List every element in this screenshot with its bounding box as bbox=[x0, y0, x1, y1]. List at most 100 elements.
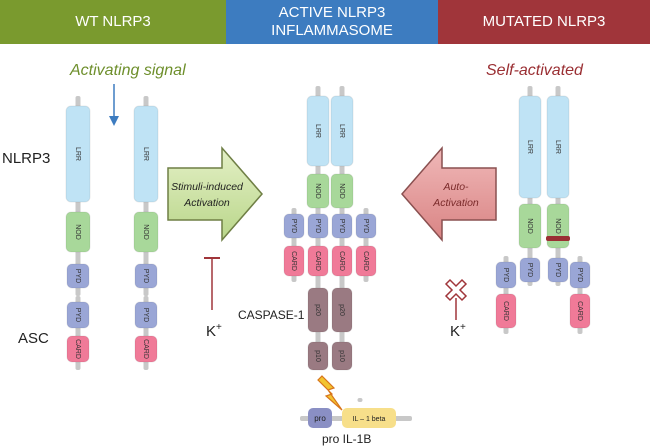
wt-nlrp3-a-pyd: PYD bbox=[66, 263, 90, 289]
activating-signal-caption: Activating signal bbox=[70, 62, 186, 79]
caspase-1-label: CASPASE-1 bbox=[238, 308, 305, 322]
svg-text:PYD: PYD bbox=[362, 219, 369, 233]
wt-asc-b-pyd: PYD bbox=[134, 301, 158, 329]
active-caspase-1-p20: p20 bbox=[331, 287, 353, 333]
svg-text:CARD: CARD bbox=[502, 301, 509, 321]
svg-text:PYD: PYD bbox=[338, 219, 345, 233]
active-nlrp3-0-pyd: PYD bbox=[307, 213, 329, 239]
k-plus-blocked-cross-icon bbox=[444, 278, 468, 320]
svg-text:NOD: NOD bbox=[526, 218, 533, 234]
pro-il1b-label: pro IL-1B bbox=[322, 432, 372, 446]
svg-text:p20: p20 bbox=[314, 304, 321, 316]
auto-arrow-line2: Activation bbox=[432, 197, 479, 209]
mutated-asc-right-pyd: PYD bbox=[569, 261, 591, 289]
header-active-line1: ACTIVE NLRP3 bbox=[278, 4, 386, 21]
svg-text:PYD: PYD bbox=[526, 263, 533, 277]
svg-text:NOD: NOD bbox=[314, 183, 321, 199]
asc-label: ASC bbox=[18, 330, 49, 347]
active-caspase-0-p10: p10 bbox=[307, 341, 329, 371]
svg-text:IL – 1 beta: IL – 1 beta bbox=[353, 416, 386, 423]
active-asc-1-card: CARD bbox=[331, 245, 353, 277]
mutated-nlrp3-1-nod: NOD bbox=[546, 203, 570, 249]
mutated-asc-left-card: CARD bbox=[495, 293, 517, 329]
svg-text:NOD: NOD bbox=[554, 218, 561, 234]
svg-text:LRR: LRR bbox=[74, 147, 81, 161]
svg-text:LRR: LRR bbox=[142, 147, 149, 161]
svg-text:PYD: PYD bbox=[290, 219, 297, 233]
active-caspase-0-p20: p20 bbox=[307, 287, 329, 333]
stimuli-arrow-line2: Activation bbox=[183, 197, 230, 209]
wt-nlrp3-a-lrr: LRR bbox=[65, 105, 91, 203]
svg-text:CARD: CARD bbox=[576, 301, 583, 321]
wt-nlrp3-a-nod: NOD bbox=[65, 211, 91, 253]
active-nlrp3-1-pyd: PYD bbox=[331, 213, 353, 239]
self-activated-caption: Self-activated bbox=[486, 62, 583, 79]
svg-text:pro: pro bbox=[314, 414, 326, 423]
wt-asc-a-pyd: PYD bbox=[66, 301, 90, 329]
svg-text:PYD: PYD bbox=[502, 268, 509, 282]
header-wt-nlrp3: WT NLRP3 bbox=[0, 0, 226, 44]
svg-text:PYD: PYD bbox=[74, 308, 81, 322]
activating-signal-arrow bbox=[109, 84, 119, 126]
mutated-nlrp3-0-nod: NOD bbox=[518, 203, 542, 249]
header-active-inflammasome: ACTIVE NLRP3 INFLAMMASOME bbox=[226, 0, 438, 44]
header-mutated-nlrp3: MUTATED NLRP3 bbox=[438, 0, 650, 44]
active-asc-right-pyd: PYD bbox=[355, 213, 377, 239]
wt-asc-a-card: CARD bbox=[66, 335, 90, 363]
wt-nlrp3-b-nod: NOD bbox=[133, 211, 159, 253]
k-plus-inhibition-symbol bbox=[204, 257, 220, 310]
active-caspase-1-p10: p10 bbox=[331, 341, 353, 371]
mutated-nlrp3-1-pyd: PYD bbox=[547, 257, 569, 283]
k-plus-right-label: K+ bbox=[450, 322, 466, 340]
active-asc-right-card: CARD bbox=[355, 245, 377, 277]
svg-text:CARD: CARD bbox=[338, 251, 345, 271]
svg-text:CARD: CARD bbox=[362, 251, 369, 271]
svg-text:PYD: PYD bbox=[142, 308, 149, 322]
wt-asc-b-card: CARD bbox=[134, 335, 158, 363]
mutation-marker bbox=[546, 236, 570, 241]
auto-activation-arrow: Auto- Activation bbox=[401, 145, 497, 243]
svg-text:LRR: LRR bbox=[526, 140, 533, 154]
header-mutated-label: MUTATED NLRP3 bbox=[482, 13, 606, 30]
mutated-nlrp3-0-lrr: LRR bbox=[518, 95, 542, 199]
svg-text:LRR: LRR bbox=[338, 124, 345, 138]
wt-nlrp3-b-pyd: PYD bbox=[134, 263, 158, 289]
mutated-nlrp3-1-lrr: LRR bbox=[546, 95, 570, 199]
svg-text:PYD: PYD bbox=[554, 263, 561, 277]
svg-text:CARD: CARD bbox=[314, 251, 321, 271]
svg-text:NOD: NOD bbox=[74, 224, 81, 240]
active-asc-0-card: CARD bbox=[307, 245, 329, 277]
mutated-nlrp3-0-pyd: PYD bbox=[519, 257, 541, 283]
pro-il1b-substrate: pro IL – 1 beta bbox=[308, 408, 396, 428]
mutated-asc-left-pyd: PYD bbox=[495, 261, 517, 289]
header-wt-label: WT NLRP3 bbox=[75, 13, 151, 30]
svg-text:p20: p20 bbox=[338, 304, 345, 316]
nlrp3-label: NLRP3 bbox=[2, 150, 51, 167]
svg-text:p10: p10 bbox=[314, 350, 321, 362]
k-plus-left-label: K+ bbox=[206, 322, 222, 340]
active-nlrp3-0-nod: NOD bbox=[306, 173, 330, 209]
mutated-asc-right-card: CARD bbox=[569, 293, 591, 329]
wt-nlrp3-b-lrr: LRR bbox=[133, 105, 159, 203]
svg-text:LRR: LRR bbox=[554, 140, 561, 154]
active-asc-left-card: CARD bbox=[283, 245, 305, 277]
svg-text:PYD: PYD bbox=[74, 269, 81, 283]
stimuli-arrow-line1: Stimuli-induced bbox=[171, 181, 244, 193]
svg-text:PYD: PYD bbox=[576, 268, 583, 282]
svg-text:CARD: CARD bbox=[74, 339, 81, 359]
svg-text:p10: p10 bbox=[338, 350, 345, 362]
svg-text:CARD: CARD bbox=[290, 251, 297, 271]
header-active-line2: INFLAMMASOME bbox=[271, 22, 393, 39]
stimuli-induced-arrow: Stimuli-induced Activation bbox=[167, 145, 263, 243]
svg-text:LRR: LRR bbox=[314, 124, 321, 138]
svg-text:PYD: PYD bbox=[314, 219, 321, 233]
svg-text:CARD: CARD bbox=[142, 339, 149, 359]
svg-text:NOD: NOD bbox=[142, 224, 149, 240]
active-nlrp3-0-lrr: LRR bbox=[306, 95, 330, 167]
cleavage-lightning-icon bbox=[317, 375, 343, 411]
svg-text:NOD: NOD bbox=[338, 183, 345, 199]
auto-arrow-line1: Auto- bbox=[442, 181, 469, 193]
svg-text:PYD: PYD bbox=[142, 269, 149, 283]
active-asc-left-pyd: PYD bbox=[283, 213, 305, 239]
